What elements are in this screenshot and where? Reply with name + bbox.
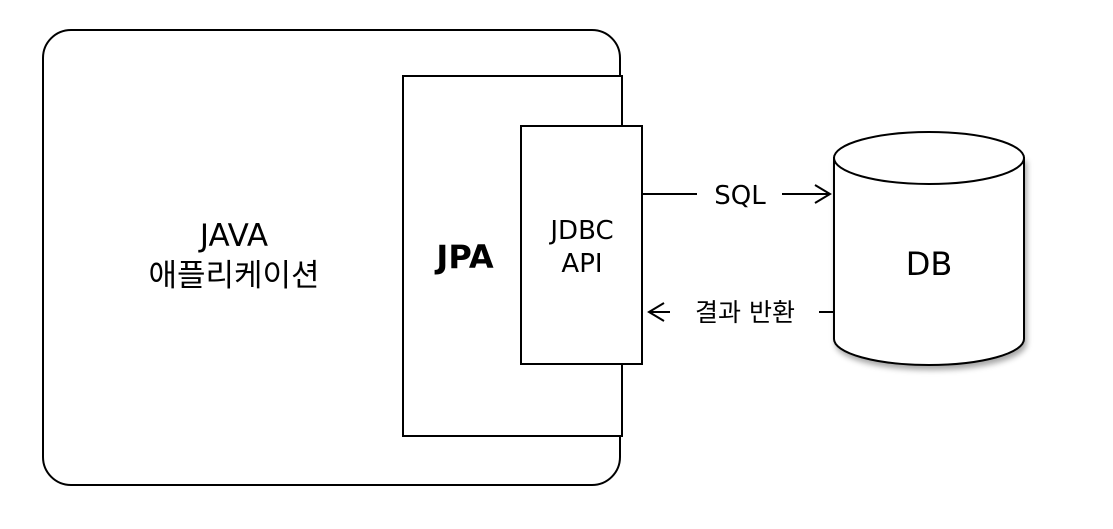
sql-request-arrow [643, 184, 832, 204]
jdbc-api-label-line2: API [561, 249, 602, 279]
jpa-label: JPA [434, 238, 493, 276]
result-return-arrow [647, 302, 834, 322]
java-app-title-line1: JAVA [198, 218, 268, 254]
result-return-label: 결과 반환 [695, 298, 795, 327]
java-app-title-line2: 애플리케이션 [148, 258, 319, 294]
jdbc-api-box: JDBC API [520, 125, 643, 365]
jdbc-api-label-line1: JDBC [548, 216, 613, 246]
sql-label: SQL [714, 181, 766, 211]
database-cylinder: DB [833, 131, 1025, 366]
db-label: DB [906, 245, 953, 283]
